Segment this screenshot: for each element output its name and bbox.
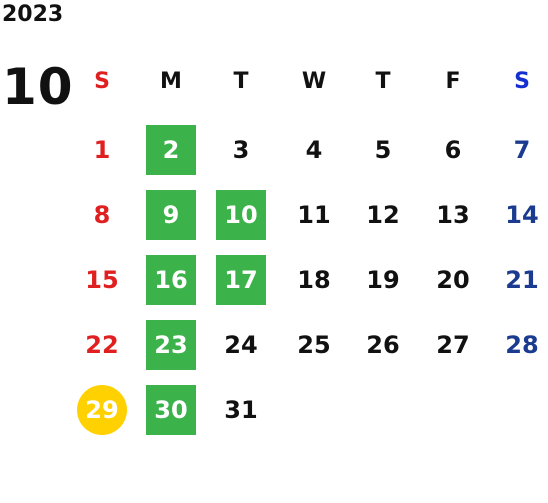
- weekday-sunday: S: [94, 68, 110, 94]
- day-cell-21[interactable]: 21: [505, 266, 539, 294]
- day-cell-11[interactable]: 11: [297, 201, 331, 229]
- day-cell-14[interactable]: 14: [505, 201, 539, 229]
- day-cell-2[interactable]: 2: [146, 125, 196, 175]
- weekday-tuesday: T: [233, 68, 249, 94]
- day-cell-27[interactable]: 27: [436, 331, 470, 359]
- weekday-monday: M: [160, 68, 182, 94]
- day-cell-31[interactable]: 31: [224, 396, 258, 424]
- day-cell-24[interactable]: 24: [224, 331, 258, 359]
- day-cell-15[interactable]: 15: [85, 266, 119, 294]
- day-cell-22[interactable]: 22: [85, 331, 119, 359]
- day-cell-10[interactable]: 10: [216, 190, 266, 240]
- day-cell-18[interactable]: 18: [297, 266, 331, 294]
- weekday-wednesday: W: [301, 68, 327, 94]
- calendar-month: 10: [2, 58, 74, 116]
- day-cell-19[interactable]: 19: [366, 266, 400, 294]
- day-cell-3[interactable]: 3: [232, 136, 250, 164]
- day-cell-25[interactable]: 25: [297, 331, 331, 359]
- day-cell-5[interactable]: 5: [374, 136, 392, 164]
- day-cell-9[interactable]: 9: [146, 190, 196, 240]
- day-cell-26[interactable]: 26: [366, 331, 400, 359]
- day-cell-6[interactable]: 6: [444, 136, 462, 164]
- day-cell-29[interactable]: 29: [77, 385, 127, 435]
- day-cell-23[interactable]: 23: [146, 320, 196, 370]
- calendar-year: 2023: [2, 2, 64, 27]
- day-cell-17[interactable]: 17: [216, 255, 266, 305]
- day-cell-7[interactable]: 7: [513, 136, 531, 164]
- day-cell-4[interactable]: 4: [305, 136, 323, 164]
- weekday-thursday: T: [375, 68, 391, 94]
- day-cell-28[interactable]: 28: [505, 331, 539, 359]
- day-cell-12[interactable]: 12: [366, 201, 400, 229]
- day-cell-30[interactable]: 30: [146, 385, 196, 435]
- day-cell-1[interactable]: 1: [93, 136, 111, 164]
- weekday-saturday: S: [514, 68, 530, 94]
- day-cell-13[interactable]: 13: [436, 201, 470, 229]
- day-cell-20[interactable]: 20: [436, 266, 470, 294]
- weekday-friday: F: [445, 68, 461, 94]
- day-cell-16[interactable]: 16: [146, 255, 196, 305]
- day-cell-8[interactable]: 8: [93, 201, 111, 229]
